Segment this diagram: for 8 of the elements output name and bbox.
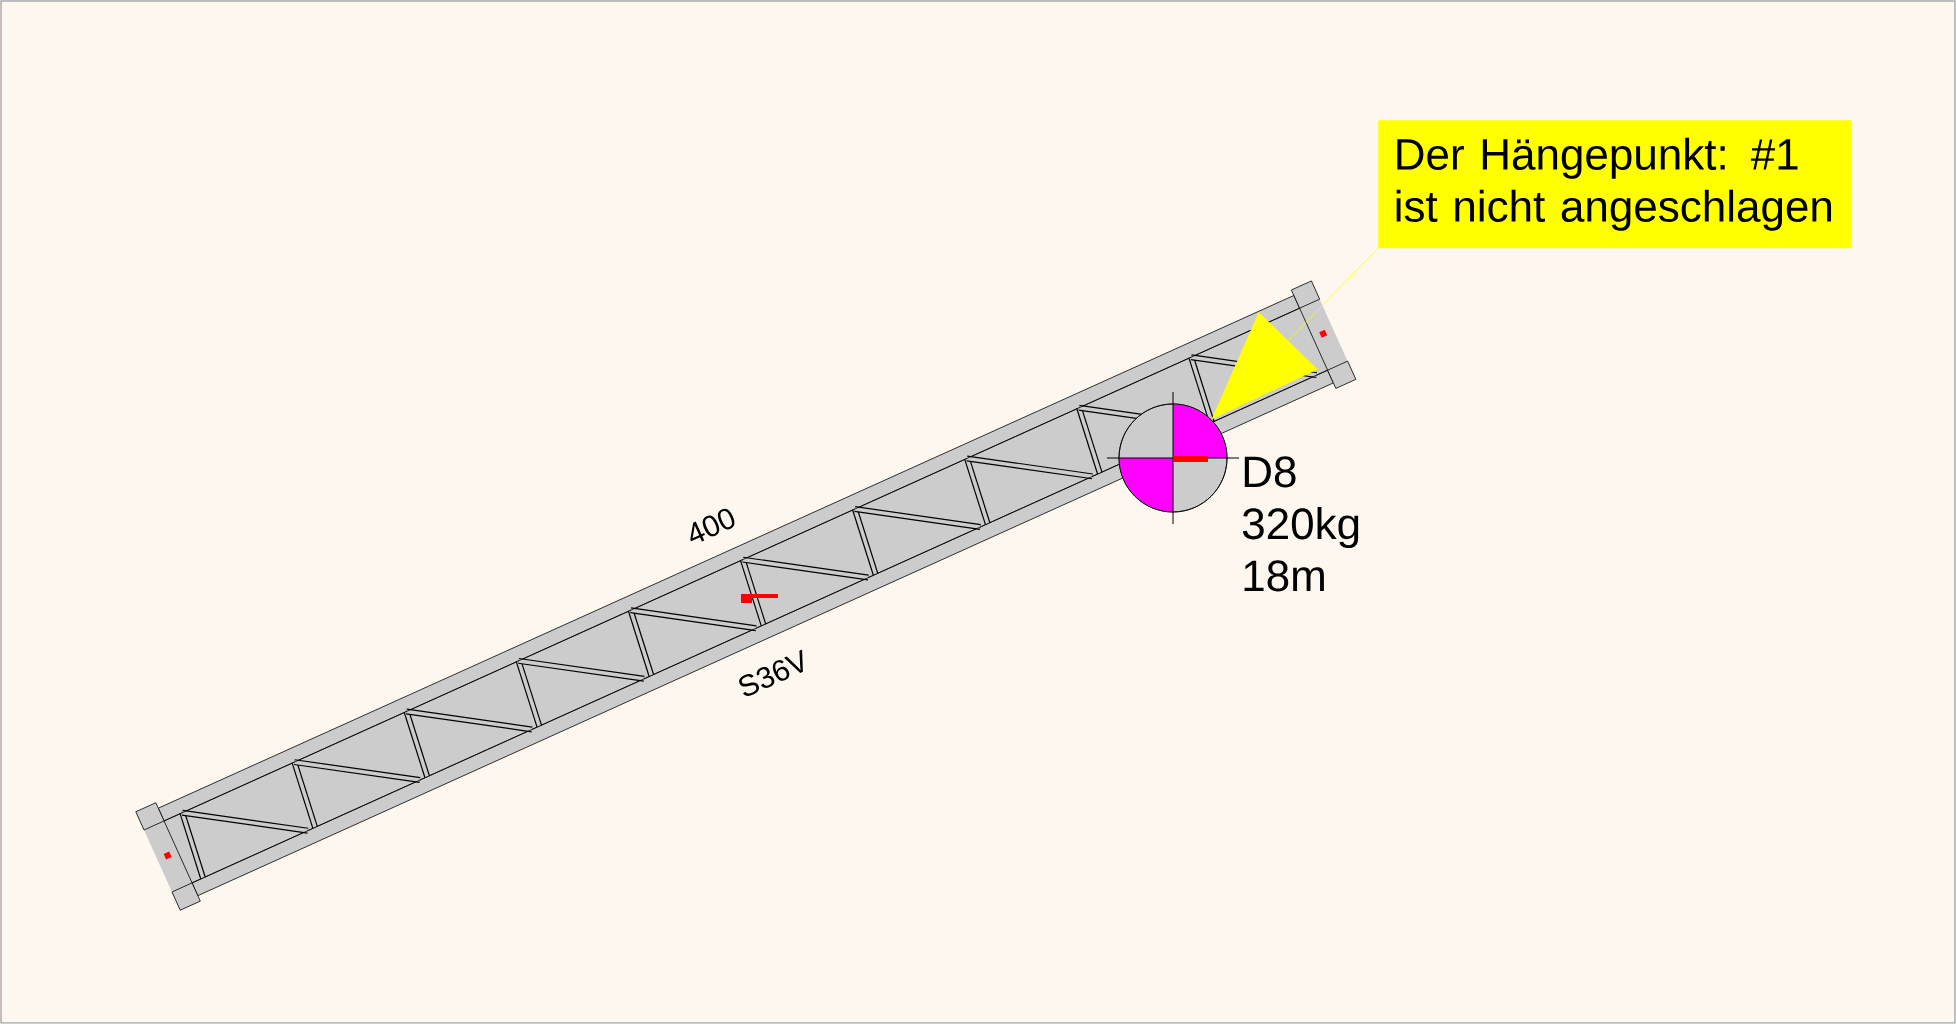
hanging-point-caption: 320kg bbox=[1242, 507, 1359, 549]
hanging-point-caption: 18m bbox=[1244, 560, 1324, 592]
hanging-point-caption: D8 bbox=[1244, 456, 1296, 488]
hanging-point-symbol bbox=[1106, 391, 1240, 525]
callout-box: Der Hängepunkt: #1 ist nicht angeschlagen bbox=[1378, 120, 1852, 249]
callout-pointer bbox=[1211, 248, 1379, 420]
dimension-label: 400 bbox=[690, 508, 735, 542]
dimension-label: S36V bbox=[739, 649, 803, 696]
